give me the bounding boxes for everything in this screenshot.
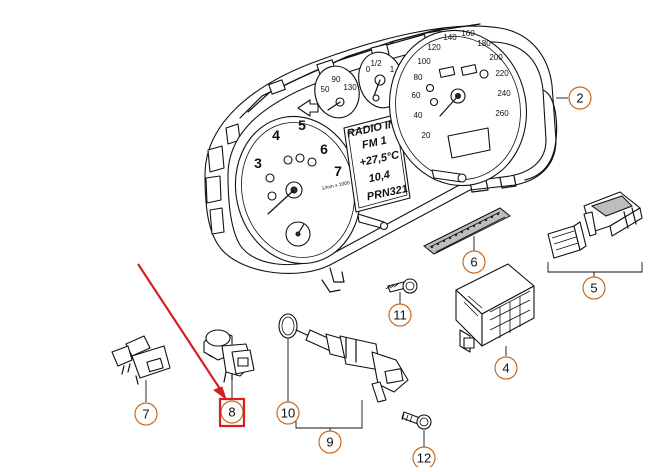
switch-8 bbox=[203, 329, 255, 383]
rpm-tick-7: 7 bbox=[334, 163, 342, 179]
speed-tick-160: 160 bbox=[461, 29, 475, 38]
speed-tick-240: 240 bbox=[497, 89, 511, 98]
rpm-tick-6: 6 bbox=[320, 141, 328, 157]
callout-7: 7 bbox=[134, 402, 158, 426]
tacho-unit-text: 1/min x 1000 bbox=[321, 180, 350, 192]
strip-pin bbox=[436, 242, 440, 246]
speed-tick-100: 100 bbox=[417, 57, 431, 66]
callout-2-label: 2 bbox=[576, 91, 583, 106]
svg-text:0: 0 bbox=[366, 65, 371, 74]
callout-11: 11 bbox=[388, 303, 412, 327]
callout-8-label: 8 bbox=[228, 405, 235, 420]
aux-gauges: 90 50 130 1/2 1 0 bbox=[314, 51, 404, 119]
speed-tick-60: 60 bbox=[412, 91, 421, 100]
strip-pins bbox=[430, 212, 500, 249]
tachometer: 3 4 5 6 7 1/min x 1000 bbox=[234, 115, 362, 265]
highlight-arrowhead bbox=[212, 386, 227, 401]
callout-10: 10 bbox=[276, 401, 300, 425]
strip-pin bbox=[442, 239, 446, 243]
strip-pin bbox=[478, 221, 482, 225]
callout-10-label: 10 bbox=[281, 406, 295, 421]
connector-set bbox=[547, 191, 643, 259]
strip-pin bbox=[472, 224, 476, 228]
strip-pin bbox=[490, 215, 494, 219]
strip-pin bbox=[454, 233, 458, 237]
strip-pin bbox=[448, 236, 452, 240]
highlight-box bbox=[218, 397, 246, 428]
screw-11 bbox=[385, 278, 418, 294]
instrument-cluster: 3 4 5 6 7 1/min x 1000 RADIO IN FM 1 bbox=[204, 23, 558, 293]
foil-strip bbox=[423, 207, 511, 255]
callout-11-label: 11 bbox=[393, 308, 407, 323]
callout-6: 6 bbox=[462, 250, 486, 274]
callout-5-label: 5 bbox=[590, 281, 597, 296]
callout-5: 5 bbox=[582, 276, 606, 300]
callout-8: 8 bbox=[220, 400, 244, 424]
o-ring-10 bbox=[278, 313, 298, 339]
adjust-knobs bbox=[357, 169, 467, 231]
callout-12: 12 bbox=[412, 446, 436, 470]
speed-tick-220: 220 bbox=[495, 69, 509, 78]
callout-4-label: 4 bbox=[502, 361, 509, 376]
callout-9-label: 9 bbox=[326, 435, 333, 450]
svg-text:90: 90 bbox=[332, 75, 341, 84]
svg-text:1/2: 1/2 bbox=[370, 59, 382, 68]
svg-text:1: 1 bbox=[390, 65, 395, 74]
speed-tick-260: 260 bbox=[495, 109, 509, 118]
strip-pin bbox=[460, 230, 464, 234]
callout-6-label: 6 bbox=[470, 255, 477, 270]
speedometer: 20 40 60 80 100 120 140 160 180 200 220 … bbox=[388, 29, 528, 187]
speed-tick-120: 120 bbox=[427, 43, 441, 52]
speed-tick-20: 20 bbox=[422, 131, 431, 140]
speed-tick-80: 80 bbox=[414, 73, 423, 82]
speed-tick-200: 200 bbox=[489, 53, 503, 62]
svg-text:50: 50 bbox=[321, 85, 330, 94]
display-line-4: 10,4 bbox=[368, 169, 391, 185]
callout-7-label: 7 bbox=[142, 407, 149, 422]
strip-pin bbox=[466, 227, 470, 231]
screw-12 bbox=[401, 411, 432, 430]
callout-2: 2 bbox=[568, 86, 592, 110]
strip-pin bbox=[430, 245, 434, 249]
rpm-tick-4: 4 bbox=[272, 127, 280, 143]
speed-tick-180: 180 bbox=[477, 39, 491, 48]
display-line-2: FM 1 bbox=[361, 135, 388, 152]
control-unit bbox=[455, 263, 535, 353]
sensor-7 bbox=[111, 335, 171, 385]
sender-9 bbox=[295, 329, 409, 403]
strip-pin bbox=[496, 212, 500, 216]
highlight-arrow bbox=[137, 263, 223, 393]
callout-4: 4 bbox=[494, 356, 518, 380]
highlight-annotation bbox=[137, 263, 246, 428]
callout-9: 9 bbox=[318, 430, 342, 454]
strip-pin bbox=[484, 218, 488, 222]
rpm-tick-5: 5 bbox=[298, 117, 306, 133]
speed-tick-140: 140 bbox=[443, 33, 457, 42]
svg-text:130: 130 bbox=[343, 83, 357, 92]
callout-12-label: 12 bbox=[417, 451, 431, 466]
speed-tick-40: 40 bbox=[414, 111, 423, 120]
rpm-tick-3: 3 bbox=[254, 155, 262, 171]
